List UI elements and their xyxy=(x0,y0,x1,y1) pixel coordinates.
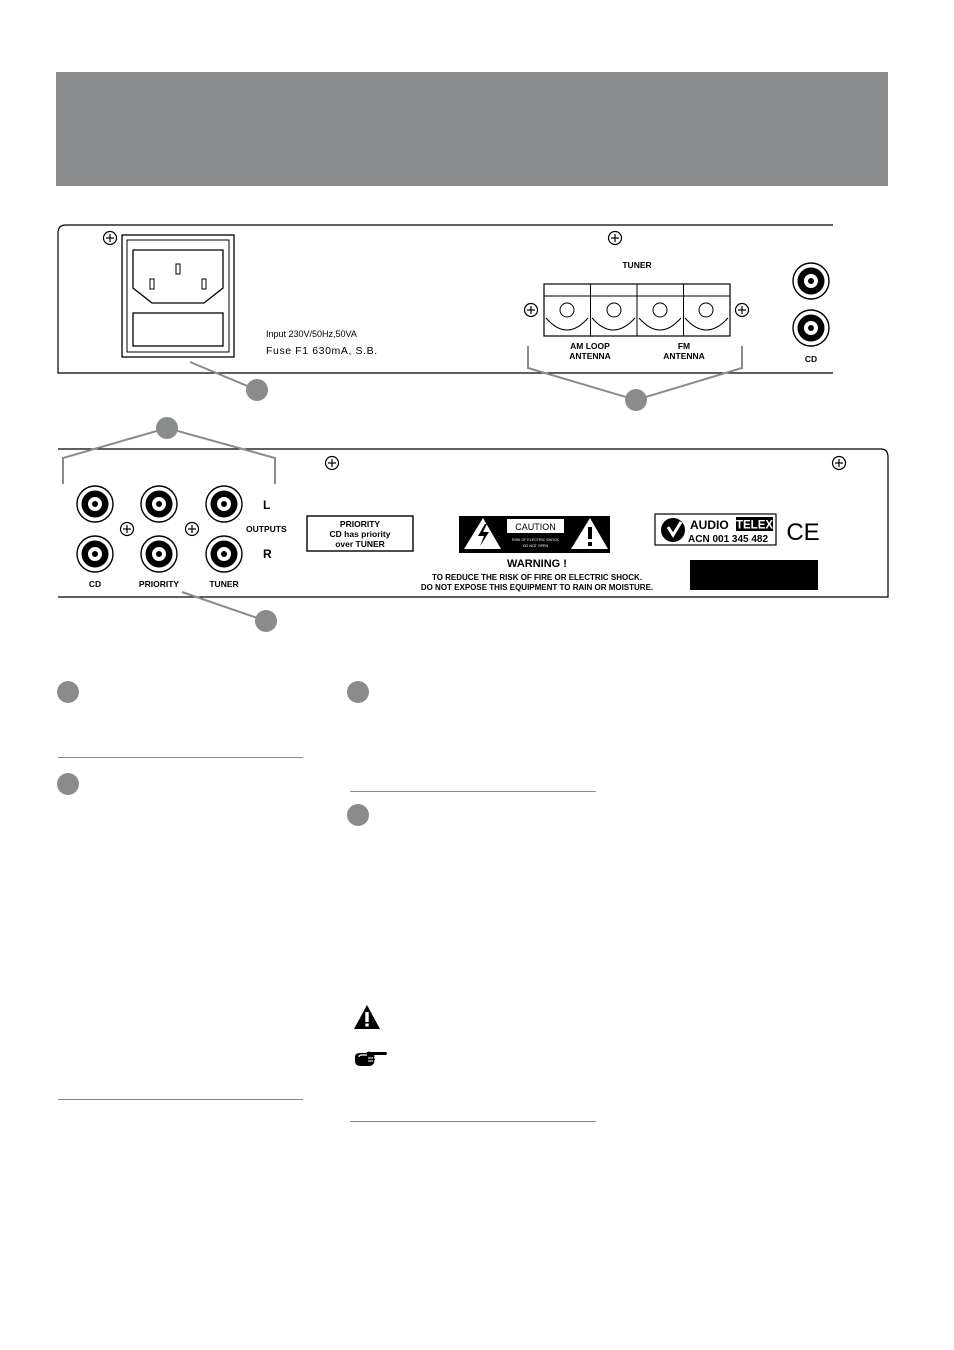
tuner-title: TUNER xyxy=(622,260,651,270)
am-label-1: AM LOOP xyxy=(570,341,610,351)
cd-input-jack-left xyxy=(792,262,830,300)
brand-audio: AUDIO xyxy=(690,518,729,532)
fm-label-2: ANTENNA xyxy=(663,351,705,361)
priority-output-label: PRIORITY xyxy=(139,579,179,589)
serial-plate xyxy=(690,560,818,590)
callout-marker xyxy=(156,417,178,439)
output-jack-priority-left xyxy=(140,485,178,523)
tuner-output-label: TUNER xyxy=(209,579,238,589)
outputs-label: OUTPUTS xyxy=(246,524,287,534)
antenna-terminal-block xyxy=(543,283,731,337)
warning-line-2: DO NOT EXPOSE THIS EQUIPMENT TO RAIN OR … xyxy=(421,583,653,592)
priority-box-line-1: PRIORITY xyxy=(340,519,380,529)
pointing-hand-icon xyxy=(355,1051,387,1066)
priority-box-line-3: over TUNER xyxy=(335,539,385,549)
warning-triangle-icon xyxy=(354,1005,380,1029)
top-panel: Input 230V/50Hz,50VA Fuse F1 630mA, S.B.… xyxy=(57,224,833,411)
ce-mark: CE xyxy=(786,519,819,546)
fm-label-1: FM xyxy=(678,341,690,351)
fuse-drawer xyxy=(132,312,224,347)
section-bullet xyxy=(57,773,79,795)
section-bullet xyxy=(57,681,79,703)
screw-icon xyxy=(324,455,340,471)
output-jack-cd-right xyxy=(76,535,114,573)
section-rule xyxy=(58,1099,303,1100)
bottom-panel: L OUTPUTS R CD PRIORITY TUNER PRIORITY C… xyxy=(58,417,889,632)
caution-text: CAUTION xyxy=(515,522,556,532)
audio-telex-logo: AUDIO TELEX ACN 001 345 482 xyxy=(654,513,777,546)
callout-marker xyxy=(255,610,277,632)
output-jack-tuner-left xyxy=(205,485,243,523)
screw-icon xyxy=(119,521,135,537)
caution-label: CAUTION RISK OF ELECTRIC SHOCK DO NOT OP… xyxy=(459,516,610,553)
callout-marker xyxy=(246,379,268,401)
callout-line xyxy=(181,591,267,622)
section-bullet xyxy=(347,804,369,826)
warning-title: WARNING ! xyxy=(507,558,567,570)
priority-notice-box xyxy=(306,515,414,552)
output-jack-tuner-right xyxy=(205,535,243,573)
callout-line xyxy=(189,361,258,391)
header-band xyxy=(56,72,888,186)
section-rule xyxy=(350,1121,596,1122)
power-inlet xyxy=(121,234,235,358)
section-bullet xyxy=(347,681,369,703)
screw-icon xyxy=(734,302,750,318)
screw-icon xyxy=(184,521,200,537)
cd-input-label: CD xyxy=(805,354,817,364)
output-jack-priority-right xyxy=(140,535,178,573)
right-channel-label: R xyxy=(263,547,272,561)
left-channel-label: L xyxy=(263,498,270,512)
screw-icon xyxy=(831,455,847,471)
acn-number: ACN 001 345 482 xyxy=(688,534,768,545)
cd-output-label: CD xyxy=(89,579,101,589)
power-rating: Input 230V/50Hz,50VA xyxy=(266,329,357,339)
screw-icon xyxy=(607,230,623,246)
am-label-2: ANTENNA xyxy=(569,351,611,361)
screw-icon xyxy=(102,230,118,246)
caution-subtext-1: RISK OF ELECTRIC SHOCK xyxy=(512,538,560,542)
section-rule xyxy=(58,757,303,758)
callout-marker xyxy=(625,389,647,411)
screw-icon xyxy=(523,302,539,318)
brand-telex: TELEX xyxy=(736,520,773,532)
cd-input-jack-right xyxy=(792,309,830,347)
warning-line-1: TO REDUCE THE RISK OF FIRE OR ELECTRIC S… xyxy=(432,573,642,582)
fuse-rating: Fuse F1 630mA, S.B. xyxy=(266,345,378,357)
section-rule xyxy=(350,791,596,792)
caution-subtext-2: DO NOT OPEN xyxy=(523,544,548,548)
output-jack-cd-left xyxy=(76,485,114,523)
priority-box-line-2: CD has priority xyxy=(330,529,391,539)
